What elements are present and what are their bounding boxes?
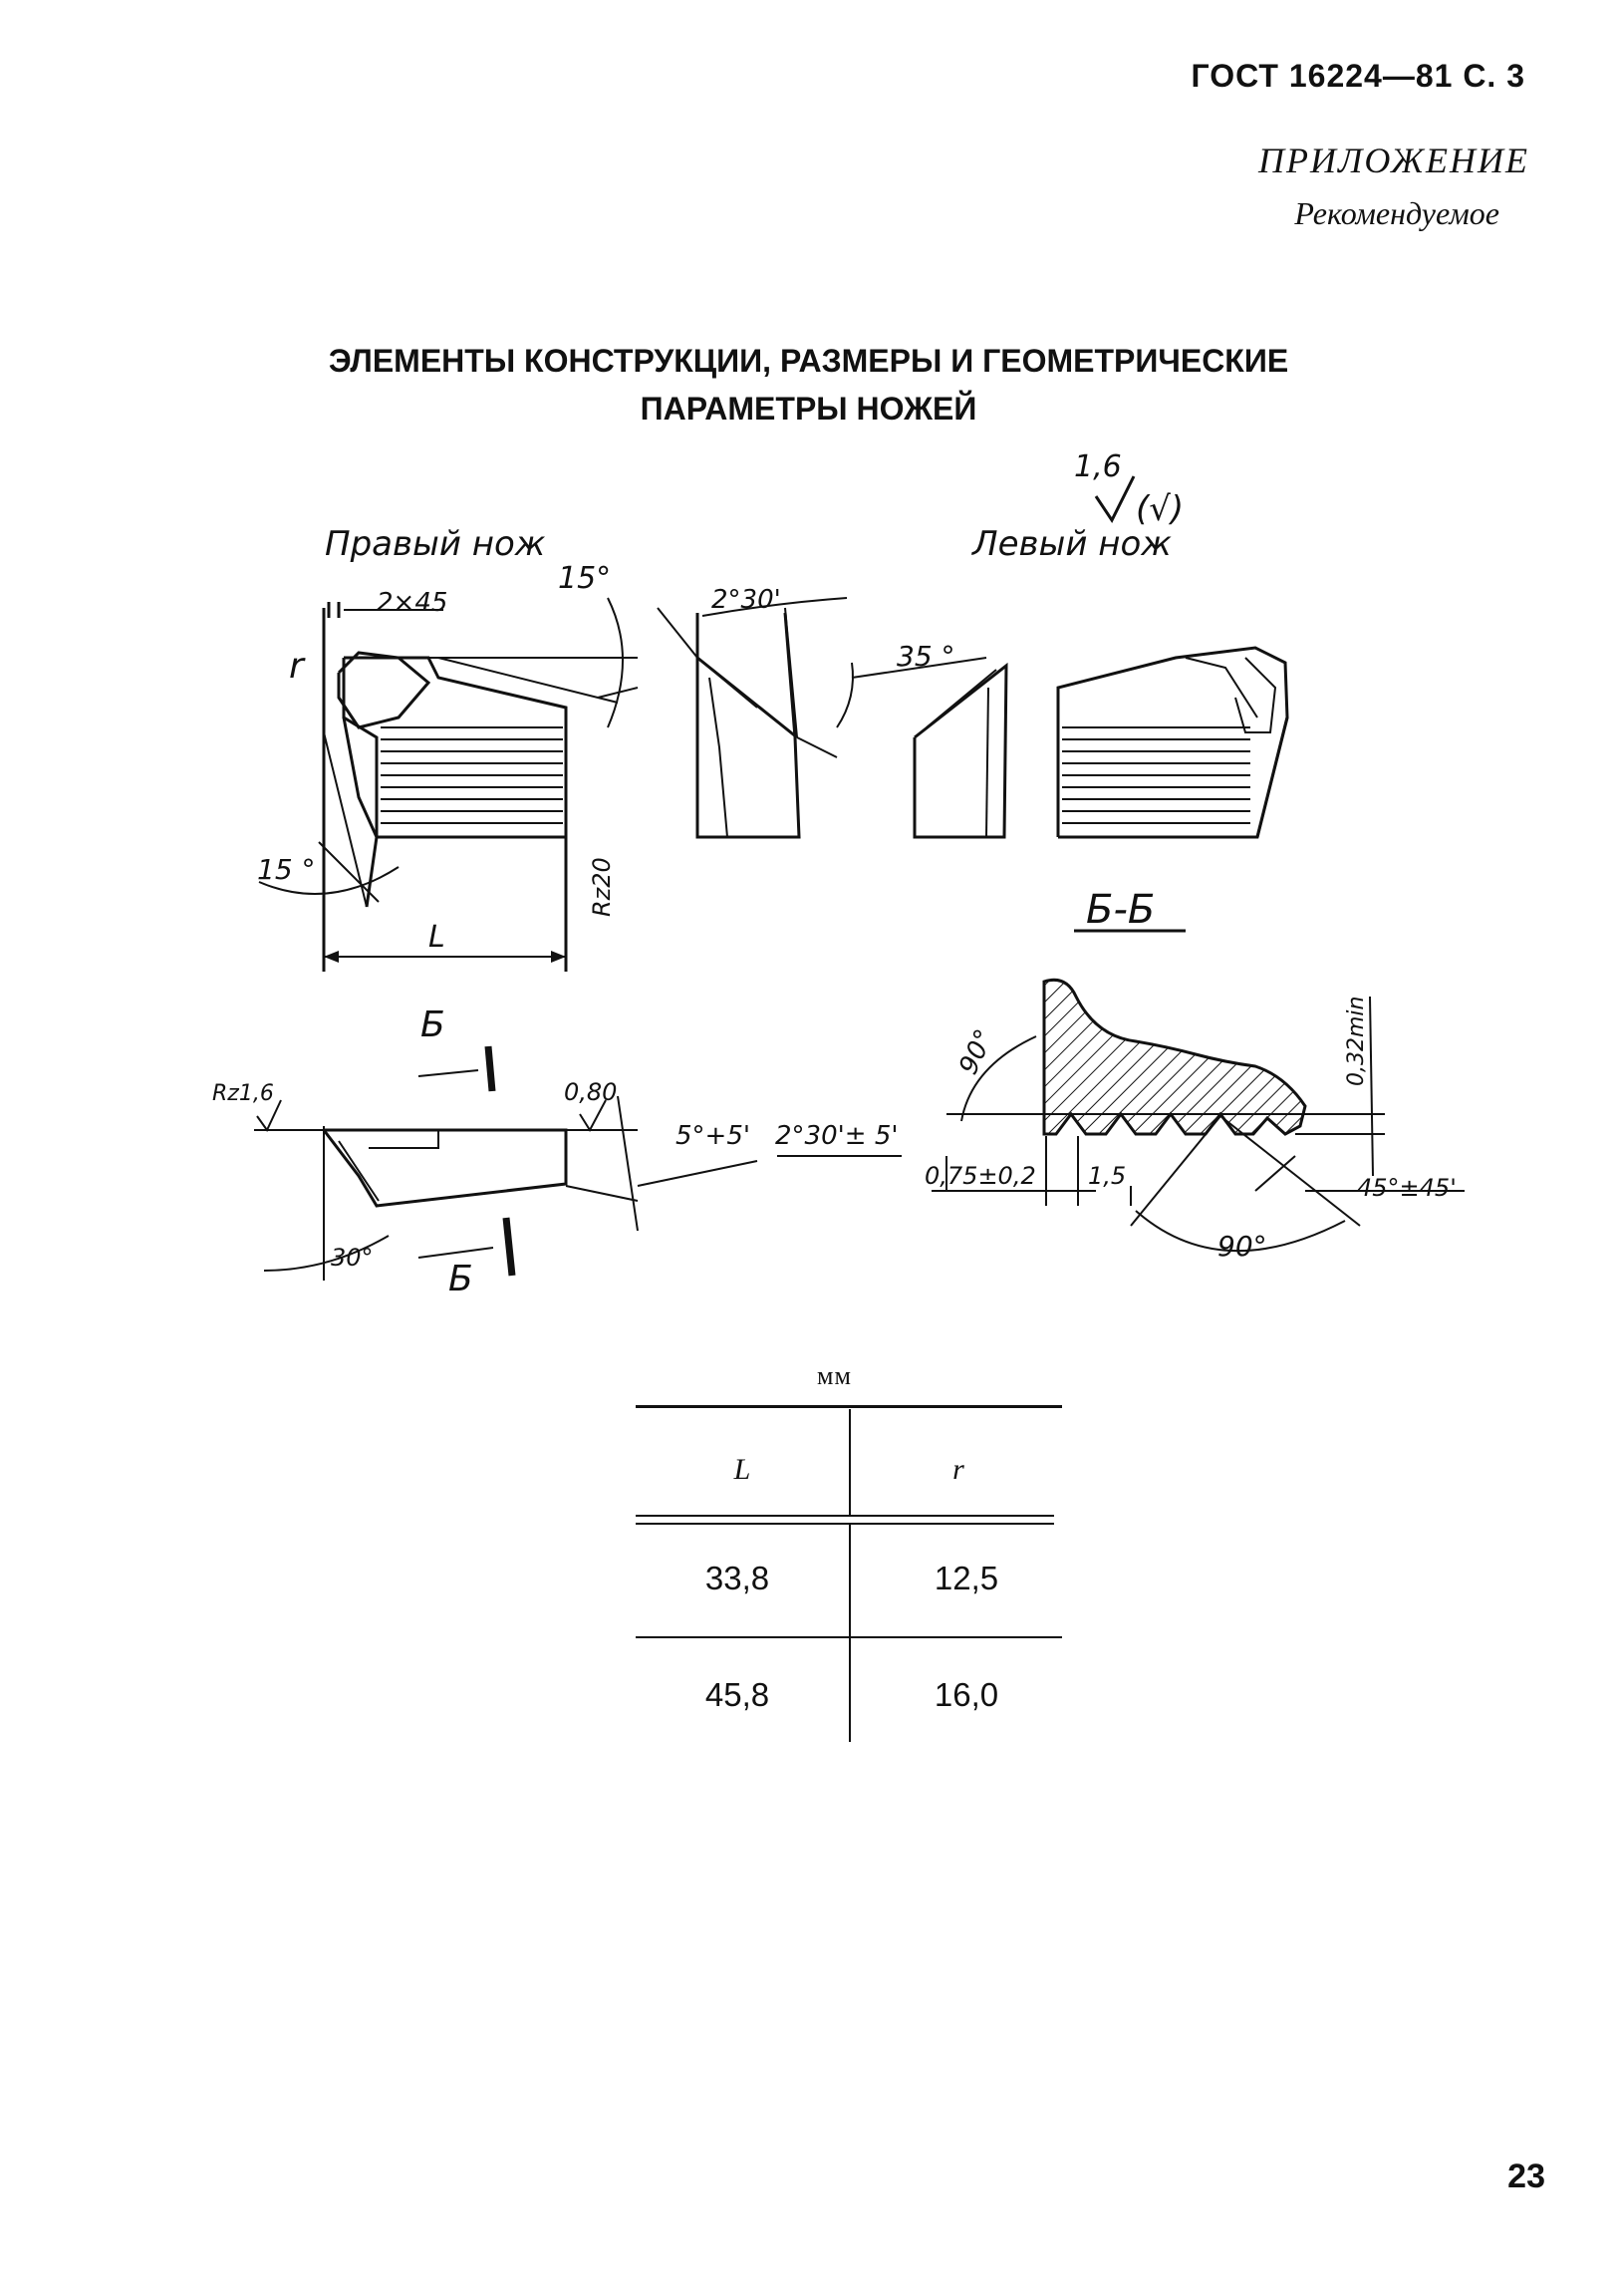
section-dimensions xyxy=(932,996,1465,1253)
left-knife-hatch xyxy=(1062,726,1250,824)
right-knife-label: Правый нож xyxy=(325,524,546,564)
table-cell: 12,5 xyxy=(934,1560,999,1596)
document-reference: ГОСТ 16224—81 С. 3 xyxy=(1191,58,1525,94)
table-header-rule-2 xyxy=(636,1523,1054,1525)
page-title: ЭЛЕМЕНТЫ КОНСТРУКЦИИ, РАЗМЕРЫ И ГЕОМЕТРИ… xyxy=(0,337,1617,432)
dim-angle-15-top: 15° xyxy=(558,561,611,596)
roughness-symbol-080: 0,80 xyxy=(564,1078,617,1132)
appendix-label: ПРИЛОЖЕНИЕ xyxy=(1258,141,1529,180)
column-header-r: r xyxy=(952,1453,964,1486)
section-mark-top: Б xyxy=(420,1004,445,1045)
roughness-general-value: 1,6 xyxy=(1074,449,1122,484)
column-header-L: L xyxy=(733,1453,751,1486)
dim-rz20: Rz20 xyxy=(588,857,616,917)
technical-drawing: 1,6 (√) Правый нож Левый нож xyxy=(212,449,1465,1299)
rz16-label: Rz1,6 xyxy=(212,1081,274,1106)
right-knife-hatch xyxy=(381,726,563,824)
dim-angle-15-bottom: 15 ° xyxy=(257,853,316,886)
table-cell: 45,8 xyxy=(704,1676,770,1713)
dim-L: L xyxy=(428,920,445,955)
dim-chamfer: 2×45 xyxy=(377,588,447,618)
recommended-label: Рекомендуемое xyxy=(1294,195,1499,231)
left-knife-side-view xyxy=(913,662,1008,839)
dim-angle-2-30: 2°30' xyxy=(711,585,781,615)
title-line-1: ЭЛЕМЕНТЫ КОНСТРУКЦИИ, РАЗМЕРЫ И ГЕОМЕТРИ… xyxy=(328,343,1289,379)
knife-side-view xyxy=(657,597,987,839)
table-divider-body xyxy=(849,1525,851,1742)
title-line-2: ПАРАМЕТРЫ НОЖЕЙ xyxy=(640,391,977,427)
dim-r: r xyxy=(289,646,306,687)
dim-angle-90-bottom: 90° xyxy=(1217,1230,1267,1263)
table-divider-header xyxy=(849,1409,851,1515)
roughness-general-bracket: (√) xyxy=(1136,489,1184,529)
table-header-rule-1 xyxy=(636,1515,1054,1517)
units-label: мм xyxy=(817,1361,852,1390)
dim-angle-90-top: 90° xyxy=(953,1025,1000,1079)
roughness-080-label: 0,80 xyxy=(564,1078,617,1106)
dim-angle-35: 35 ° xyxy=(897,640,955,673)
dim-032: 0,32min xyxy=(1344,997,1369,1086)
roughness-symbol-general: 1,6 (√) xyxy=(1074,449,1184,529)
dim-angle-30: 30° xyxy=(331,1244,374,1272)
left-knife-label: Левый нож xyxy=(970,524,1172,564)
table-cell: 16,0 xyxy=(934,1676,999,1713)
section-profile xyxy=(1042,978,1307,1136)
dim-075: 0,75±0,2 xyxy=(925,1162,1036,1190)
dim-angle-2-30-tol: 2°30'± 5' xyxy=(775,1121,899,1151)
section-mark-bottom: Б xyxy=(448,1259,473,1299)
section-label: Б-Б xyxy=(1086,887,1155,933)
knife-top-view xyxy=(254,1045,902,1281)
dim-angle-5: 5°+5' xyxy=(675,1121,750,1151)
table-cell: 33,8 xyxy=(704,1560,770,1596)
roughness-symbol-rz16: Rz1,6 xyxy=(212,1081,282,1132)
table-top-rule xyxy=(636,1405,1062,1408)
left-knife-front-view xyxy=(1056,646,1289,839)
right-knife-front-view xyxy=(258,597,639,972)
dim-45: 45°±45' xyxy=(1357,1174,1457,1202)
dim-15: 1,5 xyxy=(1088,1162,1126,1190)
page-number: 23 xyxy=(1507,2157,1545,2195)
